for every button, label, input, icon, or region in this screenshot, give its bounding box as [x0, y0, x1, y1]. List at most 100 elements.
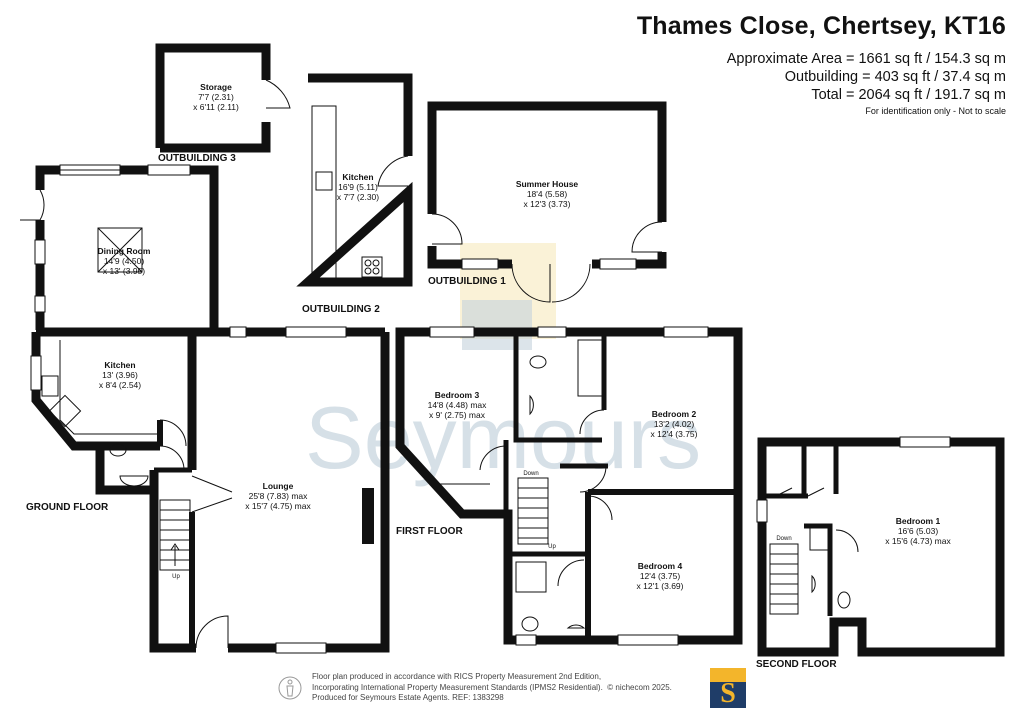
window [461, 258, 499, 270]
bedroom3-dim2: x 9' (2.75) max [429, 410, 486, 420]
kitchen-out-walls [296, 73, 413, 287]
footer-line-3: Produced for Seymours Estate Agents. REF… [312, 693, 504, 702]
label-second-floor: SECOND FLOOR [756, 659, 837, 670]
window [229, 326, 247, 338]
storage-walls [155, 43, 271, 153]
stairs-up-first: Up [548, 544, 556, 550]
bedroom3-name: Bedroom 3 [435, 390, 480, 400]
shower-icon [809, 527, 829, 551]
summer-house-dim2: x 12'3 (3.73) [524, 199, 571, 209]
basin-icon [119, 475, 149, 487]
dining-dim1: 14'9 (4.50) [104, 256, 145, 266]
bedroom4-name: Bedroom 4 [638, 561, 683, 571]
storage-dim2: x 6'11 (2.11) [193, 102, 239, 112]
window [147, 164, 191, 176]
stairs-down-second: Down [776, 536, 791, 542]
watermark-logo-blue [462, 300, 532, 350]
first-floor-walls [395, 327, 743, 645]
kitchen-out-dim2: x 7'7 (2.30) [337, 192, 379, 202]
bedroom3-door-swing [479, 445, 507, 471]
second-stairs [769, 543, 799, 615]
sink-icon [41, 375, 59, 397]
basin-icon [529, 394, 534, 416]
bedroom1-dim2: x 15'6 (4.73) max [885, 536, 951, 546]
kitchen-counter [59, 340, 160, 435]
footer-copyright: © nichecom 2025. [607, 682, 672, 692]
bedroom2-door-swing [579, 465, 607, 493]
footer-line-2: Incorporating International Property Mea… [312, 682, 672, 692]
skylight [97, 227, 143, 273]
watermark-text: Seymours [305, 388, 701, 487]
shower-icon [515, 561, 547, 593]
bedroom1-name: Bedroom 1 [896, 516, 941, 526]
storage-door-swing [265, 79, 291, 109]
ensuite-door-swing [835, 529, 859, 553]
kitchen-out-name: Kitchen [342, 172, 373, 182]
total-area: Total = 2064 sq ft / 191.7 sq m [811, 87, 1006, 103]
kitchen-dim2: x 8'4 (2.54) [99, 380, 141, 390]
toilet-icon [109, 443, 127, 457]
summer-house-door-right [631, 221, 663, 253]
bedroom2-dim1: 13'2 (4.02) [654, 419, 695, 429]
bedroom4-dim2: x 12'1 (3.69) [637, 581, 684, 591]
window [429, 326, 475, 338]
bedroom4-door-swing [587, 495, 613, 521]
stairs-up-ground: Up [172, 574, 180, 580]
window [756, 499, 768, 523]
bedroom2-dim2: x 12'4 (3.75) [651, 429, 698, 439]
storage-dim1: 7'7 (2.31) [198, 92, 234, 102]
kitchen-door-swing [159, 419, 187, 447]
seymours-logo: S [710, 668, 746, 709]
label-outbuilding-1: OUTBUILDING 1 [428, 276, 506, 287]
summer-house-name: Summer House [516, 179, 579, 189]
second-floor-walls [757, 437, 1005, 657]
kitchen-out-door-swing [377, 155, 409, 187]
fireplace [362, 488, 374, 544]
first-stairs [517, 477, 549, 545]
window [515, 634, 537, 646]
window [663, 326, 709, 338]
lounge-double-door [191, 475, 233, 513]
window [34, 295, 46, 313]
sink-icon [315, 171, 333, 191]
toilet-icon [521, 616, 539, 632]
identification-note: For identification only - Not to scale [865, 106, 1006, 116]
outbuilding-2 [296, 73, 413, 287]
dining-door-swing [20, 189, 45, 221]
bathroom-door-swing [579, 409, 605, 435]
toilet-icon [529, 355, 547, 369]
stairs-down-first: Down [523, 471, 538, 477]
ensuite-door-swing [557, 559, 585, 587]
ground-stairs [159, 499, 191, 571]
label-ground-floor: GROUND FLOOR [26, 502, 109, 513]
lounge-dim1: 25'8 (7.83) max [249, 491, 309, 501]
footer-disclaimer: Floor plan produced in accordance with R… [312, 672, 672, 704]
summer-house-dim1: 18'4 (5.58) [527, 189, 568, 199]
dining-name: Dining Room [98, 246, 151, 256]
kitchen-out-dim1: 16'9 (5.11) [338, 182, 378, 192]
bedroom4-dim1: 12'4 (3.75) [640, 571, 681, 581]
lounge-dim2: x 15'7 (4.75) max [245, 501, 311, 511]
wc-door-swing [159, 445, 185, 471]
kitchen-name: Kitchen [104, 360, 135, 370]
approximate-area: Approximate Area = 1661 sq ft / 154.3 sq… [726, 51, 1006, 67]
basin-icon [566, 624, 586, 629]
person-icon [278, 676, 302, 700]
storage-name: Storage [200, 82, 232, 92]
lounge-name: Lounge [263, 481, 294, 491]
kitchen-dim1: 13' (3.96) [102, 370, 138, 380]
label-outbuilding-3: OUTBUILDING 3 [158, 153, 236, 164]
summer-house-double-door [511, 263, 591, 303]
outbuilding-3 [155, 43, 271, 153]
cupboard-door-swing [775, 487, 825, 497]
front-door-swing [195, 615, 229, 649]
window [899, 436, 951, 448]
bath-icon [577, 339, 603, 397]
outbuilding-area: Outbuilding = 403 sq ft / 37.4 sq m [784, 69, 1006, 85]
property-title: Thames Close, Chertsey, KT16 [636, 12, 1006, 40]
watermark: Seymours [305, 243, 701, 487]
window [34, 239, 46, 265]
bedroom1-dim1: 16'6 (5.03) [898, 526, 939, 536]
window [275, 642, 327, 654]
label-outbuilding-2: OUTBUILDING 2 [302, 304, 380, 315]
